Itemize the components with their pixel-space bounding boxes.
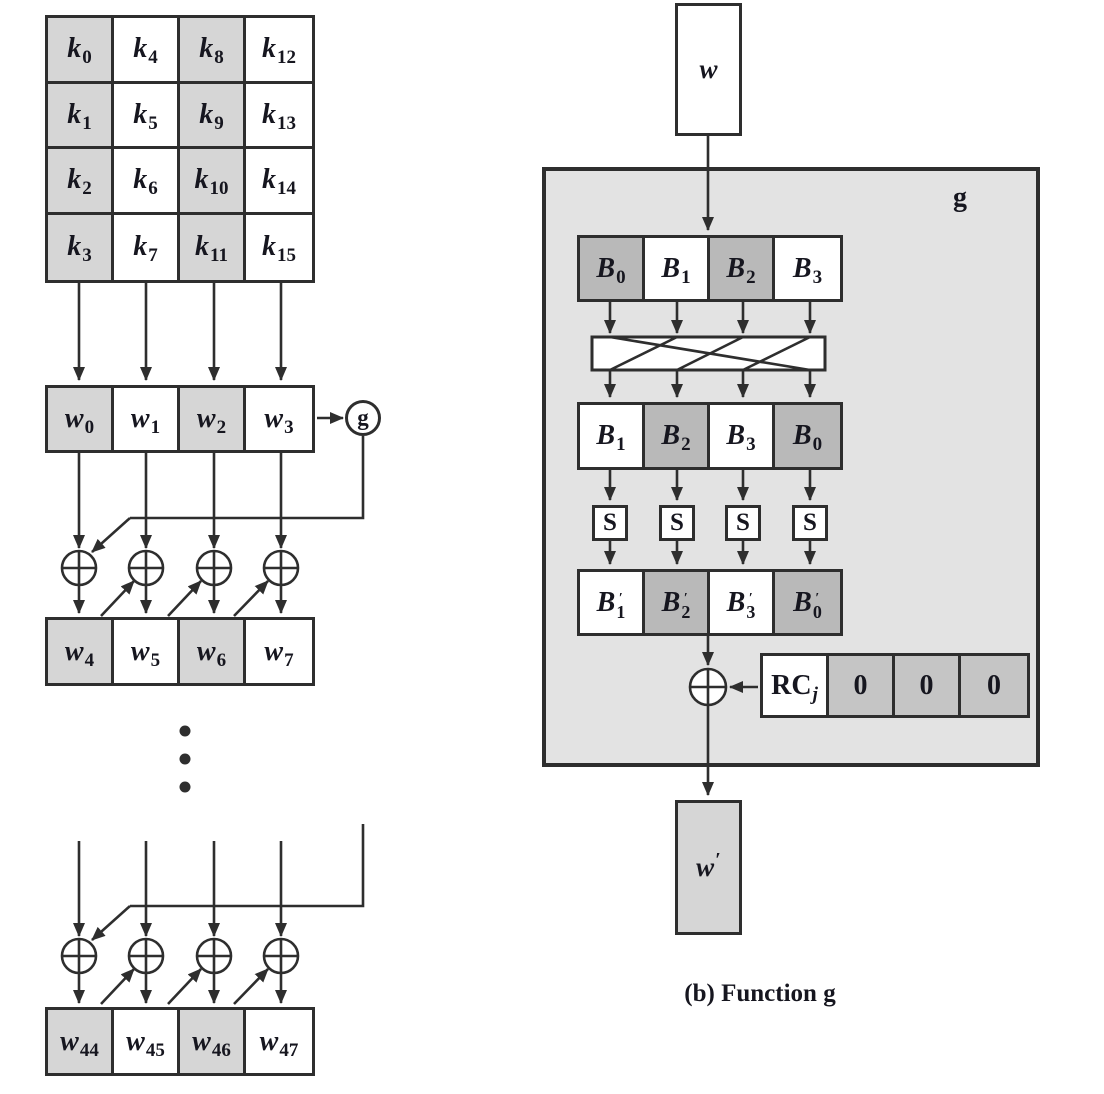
function-g-box-label: g bbox=[953, 182, 967, 213]
zero-cell: 0 bbox=[829, 656, 895, 715]
zero-cell: 0 bbox=[895, 656, 961, 715]
sbox: S bbox=[725, 505, 761, 541]
xor-circle bbox=[195, 549, 233, 587]
xor-circle bbox=[127, 937, 165, 975]
byte-cell: B′0 bbox=[775, 572, 840, 633]
sbox: S bbox=[792, 505, 828, 541]
xor-circle bbox=[60, 549, 98, 587]
arrows-top-xor bbox=[73, 452, 287, 617]
sbox: S bbox=[659, 505, 695, 541]
byte-cell: B′2 bbox=[645, 572, 710, 633]
sbox: S bbox=[592, 505, 628, 541]
byte-cell: B′1 bbox=[580, 572, 645, 633]
g-function-circle: g bbox=[345, 400, 381, 436]
arrows-bottom-xor bbox=[73, 824, 365, 1005]
xor-circle bbox=[60, 937, 98, 975]
output-word-box: w′ bbox=[675, 800, 742, 935]
ellipsis-dots bbox=[179, 725, 191, 793]
xor-circle bbox=[262, 549, 300, 587]
figure-caption: (b) Function g bbox=[684, 980, 836, 1007]
xor-circle bbox=[262, 937, 300, 975]
xor-circle bbox=[127, 549, 165, 587]
input-word-box: w bbox=[675, 3, 742, 136]
arrows-key-to-words bbox=[73, 283, 287, 381]
byte-cell: B′3 bbox=[710, 572, 775, 633]
byte-row-substituted: B′1 B′2 B′3 B′0 bbox=[577, 569, 843, 636]
xor-circle bbox=[195, 937, 233, 975]
zero-cell: 0 bbox=[961, 656, 1027, 715]
